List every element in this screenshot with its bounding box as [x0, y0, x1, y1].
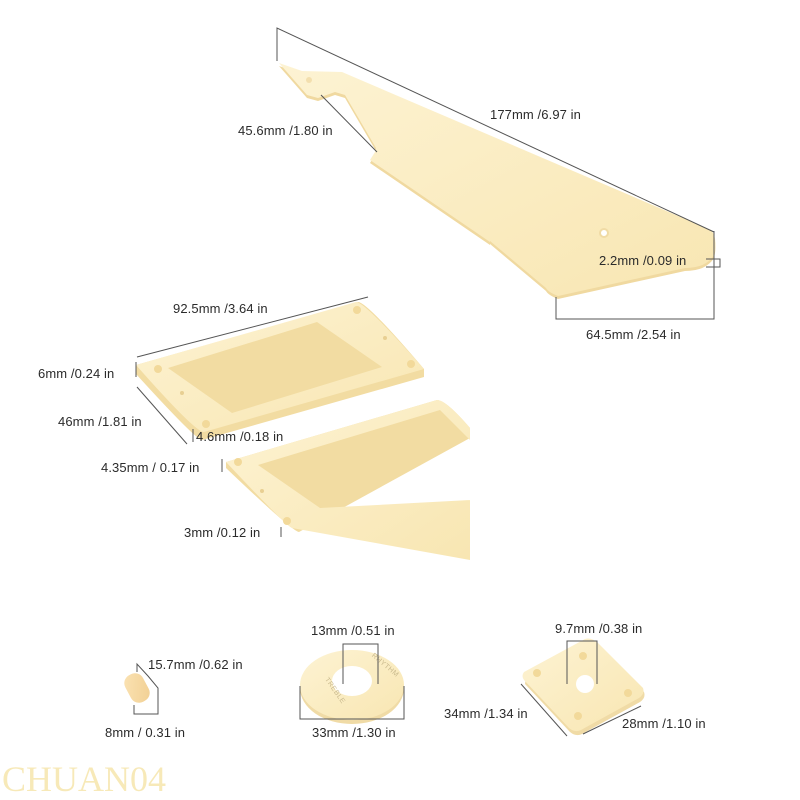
- pickup-ring-tall-face: [136, 301, 424, 433]
- neck-cutout-arrow: [320, 94, 378, 153]
- jack-width-dimension-line: [582, 705, 642, 735]
- jack-width-label: 28mm /1.10 in: [622, 716, 706, 731]
- screw-hole: [154, 365, 162, 373]
- screw-hole: [579, 652, 587, 660]
- jack-hole: [576, 675, 594, 693]
- pickguard-thickness-label: 2.2mm /0.09 in: [599, 253, 687, 268]
- pickguard-screw-hole: [599, 228, 609, 238]
- pickguard-dimension-lines: [276, 27, 721, 320]
- ring-short-low-label: 3mm /0.12 in: [184, 525, 261, 540]
- length-dimension-line: [276, 27, 715, 233]
- watermark: CHUAN04: [2, 759, 167, 799]
- pickguard-body: [279, 63, 716, 296]
- washer-inner-label: 13mm /0.51 in: [311, 623, 395, 638]
- tip-diameter-label: 8mm / 0.31 in: [105, 725, 186, 740]
- jack-hole-label: 9.7mm /0.38 in: [555, 621, 643, 636]
- screw-hole: [234, 458, 242, 466]
- pickguard-neck-cutout-label: 45.6mm /1.80 in: [238, 123, 333, 138]
- jack-plate-dimension-lines: [520, 640, 642, 737]
- washer-outer-label: 33mm /1.30 in: [312, 725, 396, 740]
- jack-hole-dimension-line: [566, 640, 598, 684]
- pickup-ring-tall: [136, 301, 424, 440]
- washer-inner-dimension-line: [342, 643, 379, 684]
- pickguard-length-label: 177mm /6.97 in: [490, 107, 582, 122]
- tip-diameter-dimension-line: [133, 705, 159, 715]
- ring-width-label: 46mm /1.81 in: [58, 414, 142, 429]
- ring-length-label: 92.5mm /3.64 in: [173, 301, 268, 316]
- screw-hole: [574, 712, 582, 720]
- switch-washer-dimension-lines: [299, 643, 405, 720]
- screw-hole: [283, 517, 291, 525]
- ring-short-high-label: 4.35mm / 0.17 in: [101, 460, 200, 475]
- switch-washer: RHYTHM TREBLE: [300, 650, 404, 724]
- jack-length-label: 34mm /1.34 in: [444, 706, 528, 721]
- screw-hole: [260, 489, 264, 493]
- pickguard-screw-hole: [306, 77, 312, 83]
- ring-tall-high-label: 6mm /0.24 in: [38, 366, 115, 381]
- jack-plate: [522, 638, 645, 736]
- ring-width-dimension-line: [136, 386, 188, 445]
- screw-hole: [383, 336, 387, 340]
- switch-tip-body: [124, 673, 150, 703]
- screw-hole: [180, 391, 184, 395]
- washer-hole: [332, 666, 372, 696]
- switch-tip: [124, 673, 150, 703]
- screw-hole: [624, 689, 632, 697]
- ring-length-dimension-line: [136, 296, 369, 358]
- pickup-ring-dimension-lines: [135, 296, 369, 537]
- screw-hole: [353, 306, 361, 314]
- screw-hole: [533, 669, 541, 677]
- pickup-ring-short: [226, 400, 470, 560]
- ring-tall-low-label: 4.6mm /0.18 in: [196, 429, 284, 444]
- washer-outer-dimension-line: [299, 686, 405, 720]
- thickness-bracket: [706, 258, 721, 268]
- screw-hole: [202, 420, 210, 428]
- screw-hole: [407, 360, 415, 368]
- switch-tip-dimension-lines: [133, 662, 159, 715]
- tip-length-label: 15.7mm /0.62 in: [148, 657, 243, 672]
- tail-width-dimension-line: [555, 231, 715, 320]
- pickguard: [279, 63, 716, 299]
- pickguard-tail-width-label: 64.5mm /2.54 in: [586, 327, 681, 342]
- jack-length-dimension-line: [520, 683, 568, 737]
- tip-length-dimension-line: [136, 662, 159, 705]
